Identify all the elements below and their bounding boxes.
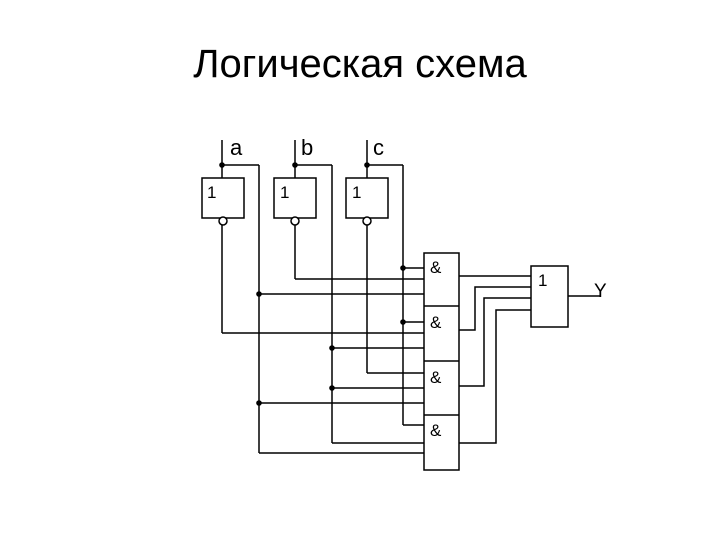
junction-c-1 xyxy=(400,265,406,271)
junction-c-2 xyxy=(400,319,406,325)
and-gate-2-symbol: & xyxy=(430,313,442,332)
input-label-a: a xyxy=(230,135,243,160)
not-gate-b-symbol: 1 xyxy=(280,183,289,202)
junction-a xyxy=(219,162,225,168)
and2-output xyxy=(459,286,531,331)
junction-b xyxy=(292,162,298,168)
junction-b-1 xyxy=(329,345,335,351)
input-label-c: c xyxy=(373,135,384,160)
and4-output xyxy=(459,309,531,444)
page-title: Логическая схема xyxy=(193,42,527,86)
or-gate-symbol: 1 xyxy=(538,271,547,290)
input-label-b: b xyxy=(301,135,313,160)
and3-output xyxy=(459,297,531,387)
and-gate-1-symbol: & xyxy=(430,258,442,277)
junction-c xyxy=(364,162,370,168)
junction-b-2 xyxy=(329,385,335,391)
and-gate-3-symbol: & xyxy=(430,368,442,387)
inversion-bubble-a xyxy=(218,216,228,226)
not-gate-a-symbol: 1 xyxy=(207,183,216,202)
inversion-bubble-b xyxy=(290,216,300,226)
or-gate xyxy=(530,265,569,328)
junction-a-2 xyxy=(256,400,262,406)
junction-a-1 xyxy=(256,291,262,297)
and-gate-4-symbol: & xyxy=(430,421,442,440)
inversion-bubble-c xyxy=(362,216,372,226)
output-label: Y xyxy=(594,281,607,302)
not-gate-c-symbol: 1 xyxy=(352,183,361,202)
